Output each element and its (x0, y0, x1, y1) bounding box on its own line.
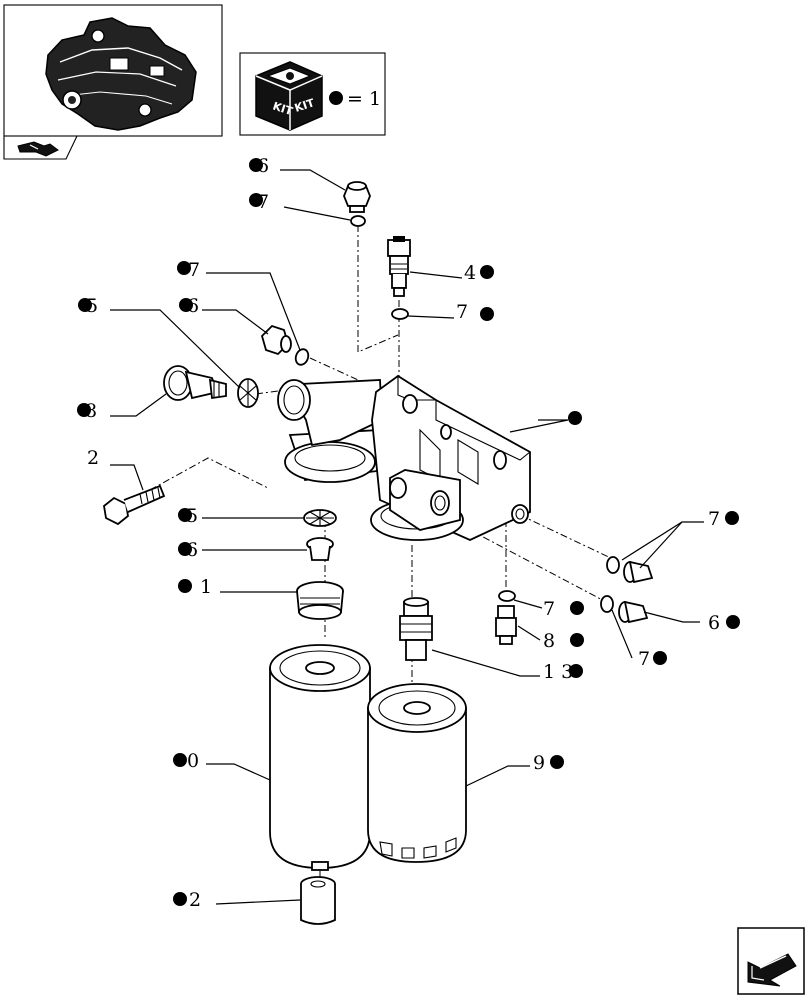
plug-upper-right-part (623, 560, 654, 584)
svg-text:9: 9 (533, 752, 545, 774)
svg-text:7: 7 (188, 259, 200, 281)
callout-10[interactable]: 0 (173, 750, 199, 772)
callout-7-right-lower[interactable]: 7 (638, 648, 667, 670)
right-adapter-part (495, 605, 517, 645)
pressure-sensor-part (387, 236, 411, 297)
page-back-arrow-icon[interactable] (17, 141, 59, 157)
right-washer-part (498, 590, 516, 602)
svg-text:8: 8 (543, 630, 555, 652)
top-washer-part (350, 215, 366, 227)
callouts: 6 7 7 6 5 8 4 7 2 (77, 155, 740, 911)
callout-7-left[interactable]: 7 (177, 259, 200, 281)
screen-disc-part (237, 378, 259, 408)
kit-legend-box: KIT KIT = 1 (239, 52, 386, 136)
lower-screen-part (303, 509, 337, 527)
svg-text:5: 5 (86, 295, 98, 317)
adapter-nipple-part (296, 581, 344, 620)
callout-1[interactable]: 1 (178, 576, 212, 598)
svg-text:1: 1 (200, 576, 212, 598)
kit-word-left: KIT (271, 99, 295, 118)
callout-8-left[interactable]: 8 (77, 400, 97, 422)
washer-lower-right-part (600, 595, 614, 613)
filter-head-housing (277, 374, 531, 541)
callout-7-right-upper[interactable]: 7 (708, 508, 739, 530)
fuel-filter-cartridge-left (269, 644, 371, 871)
lower-plug-part (306, 537, 334, 561)
callout-7-sensor[interactable]: 7 (456, 301, 494, 323)
svg-text:7: 7 (257, 191, 269, 213)
svg-text:6: 6 (187, 295, 199, 317)
svg-text:4: 4 (464, 262, 476, 284)
svg-text:8: 8 (85, 400, 97, 422)
callout-4[interactable]: 4 (464, 262, 494, 284)
callout-12[interactable]: 2 (173, 889, 201, 911)
callout-housing[interactable] (568, 411, 582, 425)
svg-text:2: 2 (87, 447, 99, 469)
callout-5-lower[interactable]: 5 (178, 505, 198, 527)
callout-7-top[interactable]: 7 (249, 191, 269, 213)
svg-text:6: 6 (708, 612, 720, 634)
engine-icon (45, 17, 197, 131)
svg-text:7: 7 (456, 301, 468, 323)
callout-6-left[interactable]: 6 (179, 295, 199, 317)
side-plug-part (260, 324, 292, 356)
callout-8-right[interactable]: 8 (543, 630, 584, 652)
washer-upper-right-part (606, 556, 620, 574)
fuel-filter-cartridge-right (367, 683, 467, 863)
drain-sleeve-part (300, 876, 336, 925)
svg-text:6: 6 (186, 539, 198, 561)
quick-connector-part (399, 597, 433, 661)
callout-7-right-mid[interactable]: 7 (543, 598, 584, 620)
kit-equals-text: = 1 (347, 88, 381, 110)
bolt-part (103, 484, 166, 526)
callout-5-left[interactable]: 5 (78, 295, 98, 317)
svg-text:0: 0 (187, 750, 199, 772)
hollow-bolt-part (163, 365, 227, 401)
svg-text:6: 6 (257, 155, 269, 177)
next-page-arrow-button[interactable] (737, 927, 805, 995)
callout-9[interactable]: 9 (533, 752, 564, 774)
side-washer-part (294, 348, 310, 366)
arrow-icon (747, 953, 797, 987)
leader-lines (110, 169, 704, 905)
svg-text:1 3: 1 3 (543, 661, 573, 683)
kit-box-icon: KIT KIT (255, 61, 323, 131)
kit-bullet-marker (329, 91, 343, 105)
plug-lower-right-part (618, 600, 649, 624)
svg-text:7: 7 (708, 508, 720, 530)
sensor-washer-part (391, 308, 409, 320)
callout-6-lower[interactable]: 6 (178, 539, 198, 561)
callout-6-right[interactable]: 6 (708, 612, 740, 634)
callout-6-top[interactable]: 6 (249, 155, 269, 177)
svg-text:7: 7 (638, 648, 650, 670)
svg-text:5: 5 (186, 505, 198, 527)
top-plug-part (343, 181, 371, 213)
svg-text:2: 2 (189, 889, 201, 911)
engine-thumbnail[interactable] (3, 4, 223, 160)
callout-2[interactable]: 2 (87, 447, 99, 469)
kit-word-right: KIT (293, 96, 317, 115)
svg-text:7: 7 (543, 598, 555, 620)
callout-13[interactable]: 1 3 (543, 661, 583, 683)
